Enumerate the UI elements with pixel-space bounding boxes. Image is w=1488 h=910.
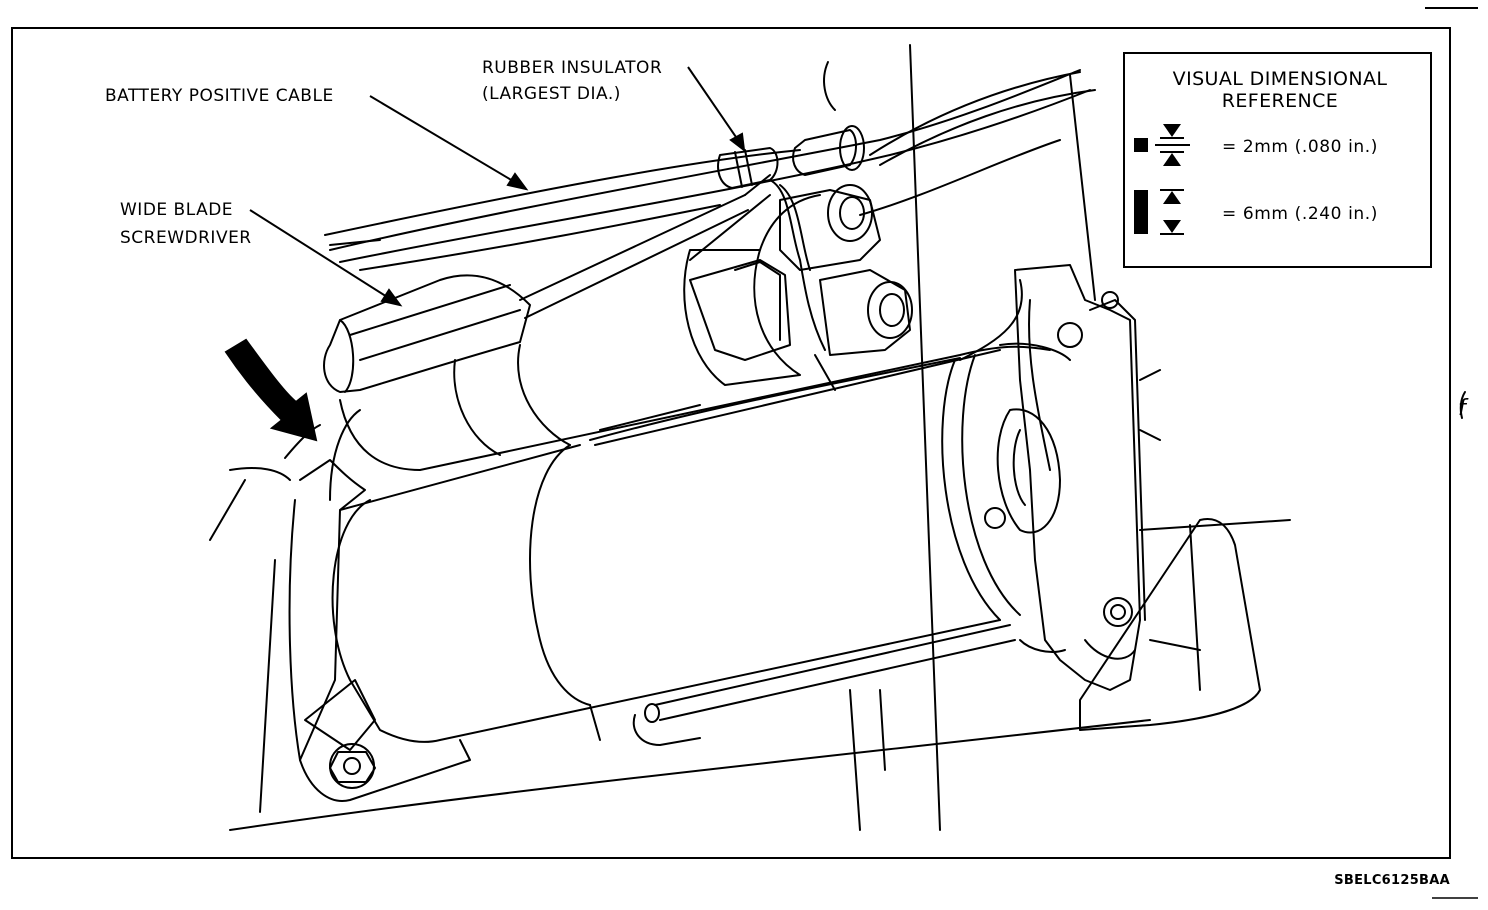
arrow-down-icon [1163,124,1181,137]
sample-2mm-bar [1134,138,1148,152]
legend-row-2mm: = 2mm (.080 in.) [1222,137,1378,157]
arrow-up-icon [1163,153,1181,166]
legend-title-line2: REFERENCE [1222,90,1338,112]
callout-wide-blade: WIDE BLADE [120,200,233,220]
callout-screwdriver: SCREWDRIVER [120,228,252,248]
push-direction-arrow [224,338,318,442]
callout-battery-positive-cable: BATTERY POSITIVE CABLE [105,86,334,106]
callout-leaders [249,66,746,307]
arrow-up-icon [1163,191,1181,204]
sample-6mm-bar [1134,190,1148,234]
figure-code: SBELC6125BAA [1334,873,1450,888]
legend-title-line1: VISUAL DIMENSIONAL [1173,68,1388,90]
figure-border [11,27,1451,859]
arrow-down-icon [1163,220,1181,233]
callout-rubber-insulator: RUBBER INSULATOR [482,58,662,78]
callout-rubber-insulator-sub: (LARGEST DIA.) [482,84,621,104]
visual-dimensional-reference-legend: VISUAL DIMENSIONAL REFERENCE = 2mm (.080… [1123,52,1432,268]
starter-illustration [209,44,1466,831]
legend-row-6mm: = 6mm (.240 in.) [1222,204,1378,224]
margin-mark: f [1458,396,1469,421]
